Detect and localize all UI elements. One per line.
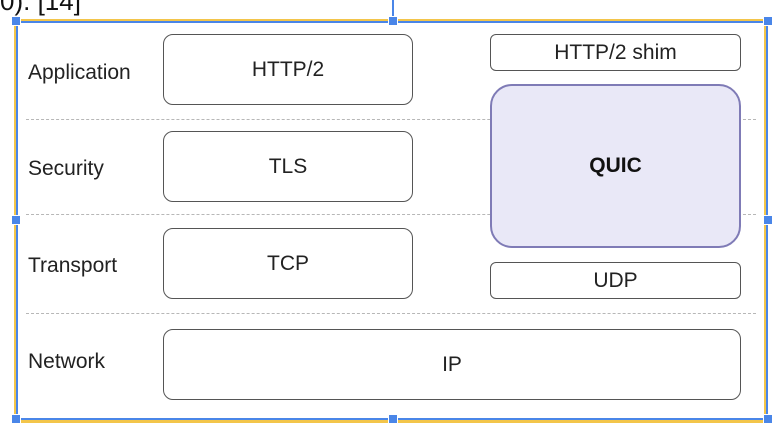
resize-handle-bottom[interactable] — [388, 414, 398, 424]
box-tls: TLS — [163, 131, 413, 202]
box-http2-shim: HTTP/2 shim — [490, 34, 741, 71]
box-tls-label: TLS — [268, 154, 308, 178]
resize-handle-top-right[interactable] — [763, 16, 773, 26]
resize-handle-bottom-left[interactable] — [11, 414, 21, 424]
resize-handle-left[interactable] — [11, 215, 21, 225]
box-ip: IP — [163, 329, 741, 400]
box-tcp-label: TCP — [267, 251, 309, 275]
resize-handle-right[interactable] — [763, 215, 773, 225]
layer-label-application: Application — [28, 61, 131, 84]
box-quic-label: QUIC — [589, 154, 642, 177]
box-tcp: TCP — [163, 228, 413, 299]
divider-security-transport — [26, 214, 756, 215]
resize-handle-bottom-right[interactable] — [763, 414, 773, 424]
box-quic: QUIC — [490, 84, 741, 248]
box-http2-label: HTTP/2 — [251, 57, 325, 81]
box-ip-label: IP — [442, 352, 462, 376]
box-http2: HTTP/2 — [163, 34, 413, 105]
divider-transport-network — [26, 313, 756, 314]
resize-handle-top[interactable] — [388, 16, 398, 26]
layer-label-transport: Transport — [28, 254, 118, 277]
selection-guide-line — [392, 0, 394, 20]
layer-label-security: Security — [28, 157, 104, 180]
caption-fragment: 0). [14] — [0, 0, 81, 16]
box-udp-label: UDP — [593, 268, 638, 292]
box-udp: UDP — [490, 262, 741, 299]
layer-label-network: Network — [28, 350, 106, 373]
resize-handle-top-left[interactable] — [11, 16, 21, 26]
divider-application-security — [26, 119, 756, 120]
box-http2-shim-label: HTTP/2 shim — [554, 40, 677, 64]
